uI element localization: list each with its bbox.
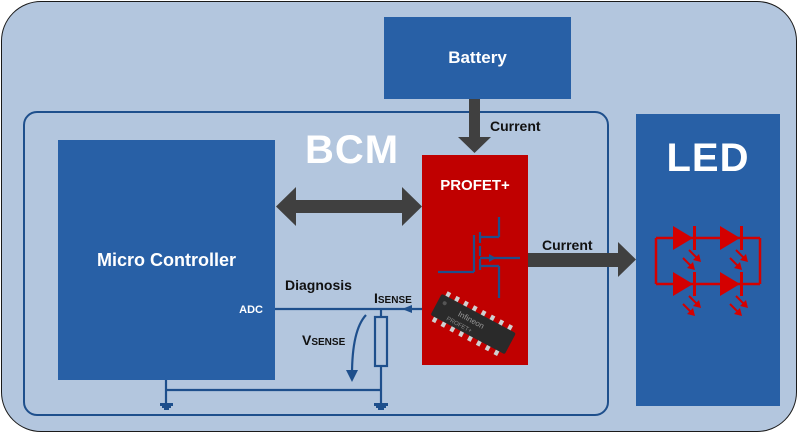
mosfet-symbol-icon: [438, 217, 520, 298]
vsense-label: VSENSE: [302, 332, 345, 348]
led-diode-icon: [673, 226, 701, 270]
current-label-battery: Current: [490, 118, 541, 134]
battery-block: Battery: [384, 17, 571, 99]
bidirectional-data-arrow: [276, 187, 422, 226]
vsense-main: V: [302, 332, 312, 348]
ground-icon: [374, 403, 388, 410]
led-diode-icon: [720, 272, 748, 316]
vsense-arrow-icon: [346, 370, 358, 382]
led-current-arrow: [528, 242, 636, 277]
ground-icon: [160, 403, 173, 410]
isense-main: I: [374, 290, 378, 306]
led-block: LED: [636, 114, 780, 406]
micro-controller-label: Micro Controller: [96, 250, 236, 270]
diagnosis-label: Diagnosis: [285, 277, 352, 293]
battery-label: Battery: [448, 48, 507, 67]
battery-current-arrow: [458, 99, 491, 153]
isense-label: ISENSE: [374, 290, 412, 306]
profet-label: PROFET+: [440, 177, 510, 194]
micro-controller-block: Micro Controller ADC: [58, 140, 275, 380]
bcm-title: BCM: [305, 128, 400, 172]
isense-arrow-icon: [402, 305, 412, 313]
current-label-led: Current: [542, 237, 593, 253]
led-title: LED: [666, 136, 750, 180]
sense-circuit: [164, 307, 422, 405]
sense-resistor-icon: [374, 316, 388, 367]
mosfet-arrow-icon: [489, 254, 496, 262]
adc-label: ADC: [239, 304, 263, 316]
led-diode-icon: [720, 226, 748, 270]
vsense-sub: SENSE: [311, 337, 346, 348]
led-diode-icon: [673, 272, 701, 316]
profet-chip-icon: Infineon PROFET+: [431, 291, 516, 356]
isense-sub: SENSE: [377, 295, 412, 306]
